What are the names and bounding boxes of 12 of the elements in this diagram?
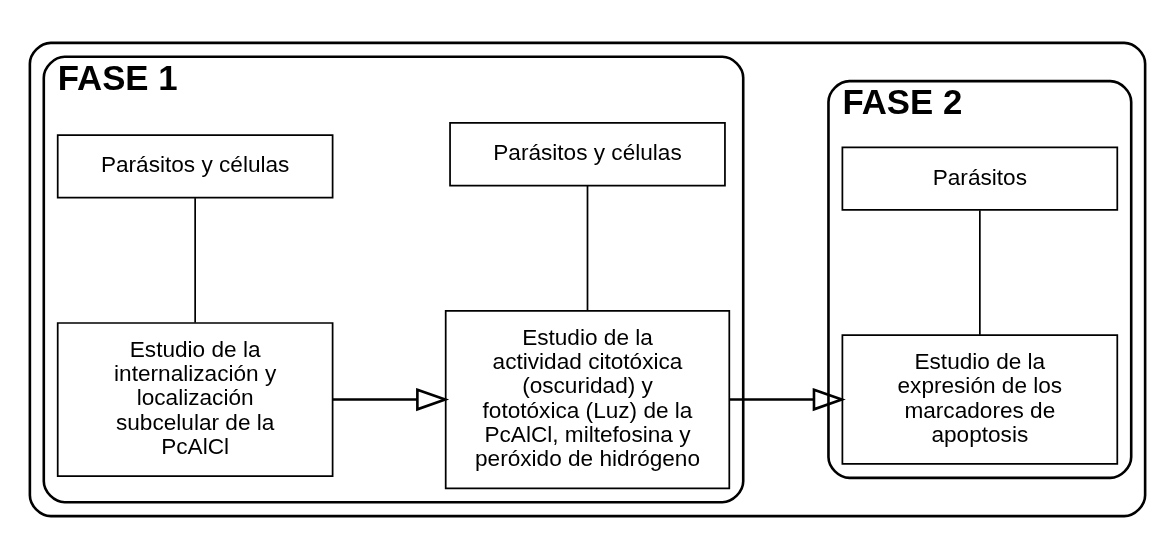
connector <box>978 208 981 336</box>
node-box: Parásitos <box>841 145 1119 211</box>
arrow <box>332 387 450 411</box>
connector <box>586 184 589 311</box>
node-box: Estudio de la internalización y localización subcelular de la PcAlCl <box>56 321 334 477</box>
cluster <box>28 41 1147 517</box>
node-box: Estudio de la actividad citotóxica (oscuridad) y fototóxica (Luz) de la PcAlCl, miltefosina y peróxido de hidrógeno <box>444 309 731 489</box>
node-box: Parásitos y células <box>56 133 334 199</box>
node-box: Estudio de la expresión de los marcadores de apoptosis <box>841 333 1119 465</box>
arrow <box>729 387 846 411</box>
connector <box>194 196 197 323</box>
node-box: Parásitos y células <box>449 121 726 186</box>
